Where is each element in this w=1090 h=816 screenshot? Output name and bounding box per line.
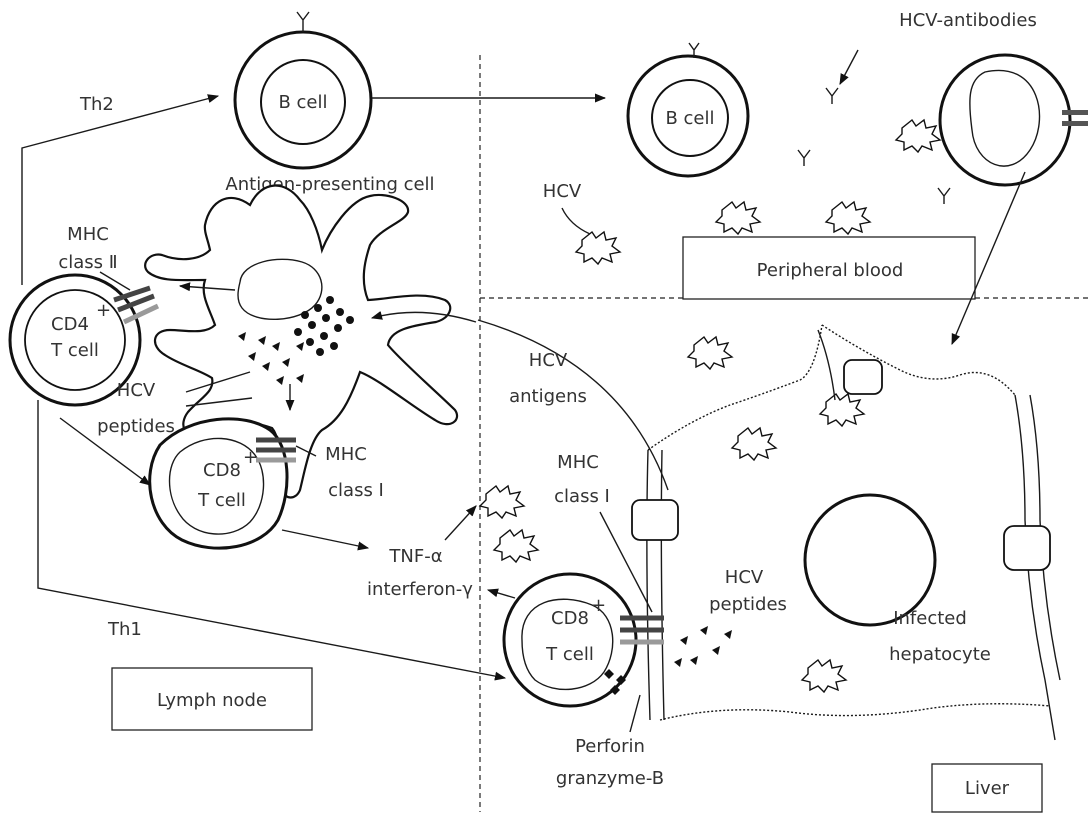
mhc-receptor-icon — [1062, 121, 1088, 126]
arrow-cytokines — [282, 530, 368, 548]
mhc-class-i-label-liver: MHC — [557, 452, 599, 473]
apc-label: Antigen-presenting cell — [225, 174, 434, 195]
hepatocyte-peptides — [674, 626, 732, 667]
hcv-virus-icon — [480, 486, 524, 518]
hcv-virus-icon — [494, 530, 538, 562]
infected-label: Infected — [893, 608, 967, 629]
arrow-cytokine-release — [445, 506, 476, 540]
mhc-class-i-sub-liver: class Ⅰ — [554, 486, 610, 507]
hcv-antibodies-label: HCV-antibodies — [899, 10, 1037, 31]
b-cell-label-2: B cell — [665, 108, 714, 129]
hcv-label: HCV — [543, 181, 582, 202]
cd8-superscript: + — [243, 447, 258, 468]
hepatocyte-nucleus — [805, 495, 935, 625]
tight-junction — [844, 360, 882, 394]
hcv-virus-icon — [732, 428, 776, 460]
hcv-virus-icon — [896, 120, 940, 152]
hcv-peptides-label-2: HCV — [725, 567, 764, 588]
mhc-class-i-sub: class Ⅰ — [328, 480, 384, 501]
cd4-superscript: + — [96, 300, 111, 321]
liver-label: Liver — [965, 778, 1010, 799]
tight-junction — [632, 500, 678, 540]
th1-label: Th1 — [107, 619, 142, 640]
tight-junction — [1004, 526, 1050, 570]
cd8-t-cell-liver-label: T cell — [545, 644, 594, 665]
b-cell-lymph: B cell — [235, 12, 371, 168]
hcv-peptides-sub: peptides — [97, 416, 175, 437]
hcv-virus-icon — [820, 394, 864, 426]
peripheral-blood-box: Peripheral blood — [683, 237, 975, 299]
peripheral-blood-label: Peripheral blood — [757, 260, 904, 281]
cd8-t-cell-liver: CD8 + T cell — [504, 574, 636, 706]
hcv-virus-icon — [688, 337, 732, 369]
lymph-node-label: Lymph node — [157, 690, 267, 711]
granzyme-label: granzyme-B — [556, 768, 664, 789]
tnf-label: TNF-α — [388, 546, 442, 567]
blood-cell-right — [940, 55, 1088, 185]
cd8-superscript-liver: + — [591, 595, 606, 616]
b-cell-label: B cell — [278, 92, 327, 113]
hcv-antigens-label: HCV — [529, 350, 568, 371]
arrow-cytokine-release-2 — [488, 590, 515, 598]
liver-box: Liver — [932, 764, 1042, 812]
cd8-label-liver: CD8 — [551, 608, 589, 629]
hcv-antigens-sub: antigens — [509, 386, 587, 407]
cd8-label: CD8 — [203, 460, 241, 481]
arrow-antibodies — [840, 50, 858, 84]
hcv-peptides-label: HCV — [117, 380, 156, 401]
hcv-peptides-sub-2: peptides — [709, 594, 787, 615]
hcv-virus-icon — [802, 660, 846, 692]
mhc-receptor-icon — [1062, 110, 1088, 115]
hcv-virus-icon — [576, 232, 620, 264]
mhc-class-ii-label: MHC — [67, 224, 109, 245]
lymph-node-box: Lymph node — [112, 668, 312, 730]
b-cell-blood: B cell — [628, 43, 748, 176]
perforin-pointer — [630, 695, 640, 732]
mhc-class-i-label: MHC — [325, 444, 367, 465]
arrow-th2 — [22, 96, 218, 285]
mhc-class-ii-sub: class Ⅱ — [58, 252, 117, 273]
interferon-label: interferon-γ — [367, 579, 473, 600]
cd4-label: CD4 — [51, 314, 89, 335]
hepatocyte-label: hepatocyte — [889, 644, 991, 665]
hcv-pointer — [562, 208, 590, 234]
infected-hepatocyte: Infected hepatocyte HCV peptides — [632, 325, 1060, 740]
cd4-t-cell-label: T cell — [50, 340, 99, 361]
perforin-label: Perforin — [575, 736, 645, 757]
cd8-t-cell-label: T cell — [197, 490, 246, 511]
hcv-virus-icon — [826, 202, 870, 234]
th2-label: Th2 — [79, 94, 114, 115]
hcv-virus-icon — [716, 202, 760, 234]
antibody-icon — [297, 12, 309, 32]
